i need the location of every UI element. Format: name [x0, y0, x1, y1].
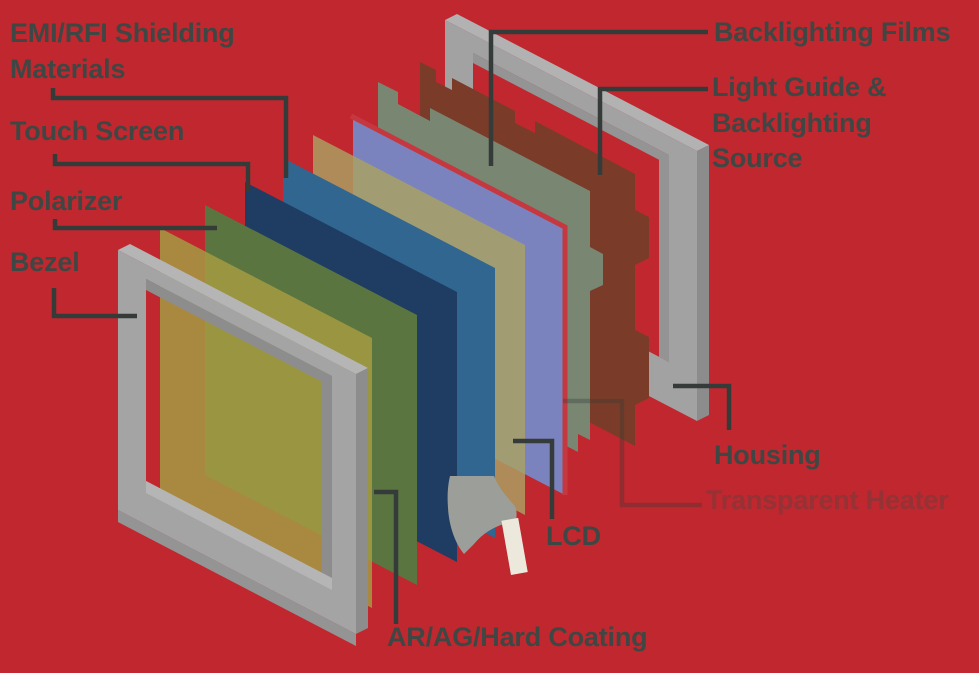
lcd-flex-cable [447, 476, 528, 575]
housing-top-face [445, 14, 709, 151]
label-touch-screen: Touch Screen [10, 116, 185, 146]
leader-lcd [513, 438, 555, 519]
leader-housing [673, 383, 732, 430]
bezel-layer [118, 244, 368, 646]
label-polarizer: Polarizer [10, 186, 123, 216]
bezel-top-face [118, 244, 368, 374]
bezel-bottom-face [118, 510, 356, 646]
label-emi-shielding: EMI/RFI Shielding Materials [10, 18, 235, 84]
housing-right-face [697, 145, 709, 421]
leader-lines [50, 29, 732, 624]
label-light-guide: Light Guide & Backlighting Source [712, 72, 887, 174]
label-transparent-heater: Transparent Heater [706, 485, 949, 515]
cable-ribbon [447, 476, 517, 554]
leader-emi-shielding [50, 88, 289, 178]
label-coating: AR/AG/Hard Coating [387, 622, 648, 652]
label-bezel: Bezel [10, 247, 80, 277]
cable-connector [501, 517, 528, 575]
leader-light-guide [597, 86, 708, 175]
leader-bezel [51, 288, 137, 319]
bezel-frame [118, 250, 356, 634]
bezel-inner-bottom-highlight [146, 481, 332, 590]
bezel-inner-top-bevel [146, 279, 332, 387]
housing-inner-right-bevel [659, 150, 669, 362]
bezel-inner-right-bevel [322, 371, 332, 578]
label-lcd: LCD [546, 521, 601, 551]
leader-polarizer [52, 219, 217, 231]
leader-coating [374, 489, 399, 624]
leader-touch-screen [52, 154, 251, 192]
housing-inner-top-bevel [473, 53, 669, 165]
lcd-red-edge [349, 113, 568, 495]
label-backlighting-films: Backlighting Films [714, 17, 951, 47]
leader-backlighting-films [488, 29, 708, 166]
bezel-right-face [356, 368, 368, 634]
leader-transparent-heater [563, 398, 702, 508]
label-housing: Housing [714, 440, 821, 470]
